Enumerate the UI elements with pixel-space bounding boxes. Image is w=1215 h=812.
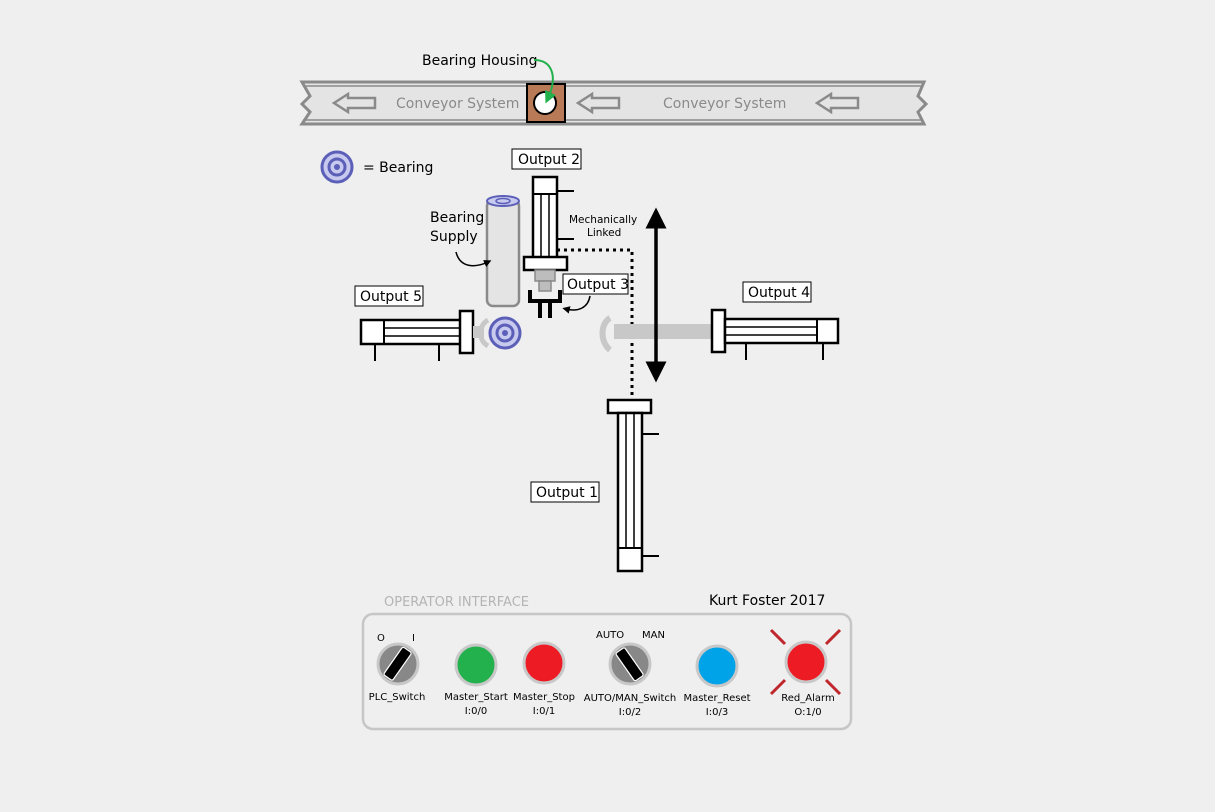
cylinder-output-5: [359, 309, 490, 361]
mechanically-linked-label-1: Mechanically: [569, 214, 637, 226]
cylinder-output-4: [599, 308, 840, 360]
cylinder-output-2: [522, 175, 574, 272]
auto-man-switch-label: AUTO/MAN_Switch: [584, 693, 677, 704]
output-1-label-box: [530, 481, 600, 503]
master-start-address: I:0/0: [465, 706, 487, 717]
output-4-label: Output 4: [748, 285, 810, 301]
conveyor-system: Conveyor System Conveyor System: [299, 80, 929, 126]
bearing-legend: = Bearing: [320, 150, 433, 184]
arrow-icon: [562, 295, 591, 314]
output-2-label: Output 2: [518, 152, 580, 168]
master-reset-label: Master_Reset: [683, 693, 750, 704]
operator-interface-panel: [361, 612, 853, 731]
bearing-supply: [485, 195, 521, 308]
plc-switch-label: PLC_Switch: [369, 692, 426, 703]
author-credit: Kurt Foster 2017: [709, 593, 825, 609]
output-3-label: Output 3: [567, 277, 629, 293]
master-stop-label: Master_Stop: [513, 692, 575, 703]
gripper-output-3: [528, 269, 562, 318]
master-stop-button[interactable]: [522, 641, 566, 685]
output-2-label-box: [511, 148, 582, 170]
red-alarm-label: Red_Alarm: [781, 693, 834, 704]
plc-switch[interactable]: [376, 642, 420, 686]
bearing-housing-label: Bearing Housing: [422, 53, 538, 69]
plc-switch-on-label: I: [412, 633, 415, 644]
operator-interface-title: OPERATOR INTERFACE: [384, 595, 529, 610]
bearing-supply-label-1: Bearing: [430, 210, 484, 226]
master-reset-address: I:0/3: [706, 707, 728, 718]
master-reset-button[interactable]: [695, 644, 739, 688]
master-stop-address: I:0/1: [533, 706, 555, 717]
arrow-icon: [455, 251, 492, 267]
output-3-label-box: [562, 273, 629, 295]
legend-text: = Bearing: [363, 160, 433, 176]
bearing-supply-label-2: Supply: [430, 229, 478, 245]
green-arrow-icon: [533, 59, 556, 104]
mechanically-linked-label-2: Linked: [587, 227, 621, 239]
output-1-label: Output 1: [536, 485, 598, 501]
man-label: MAN: [642, 630, 665, 641]
output-4-label-box: [742, 281, 812, 303]
output-5-label: Output 5: [360, 289, 422, 305]
master-start-label: Master_Start: [444, 692, 508, 703]
conveyor-belt: [299, 80, 929, 126]
bearing-icon: [488, 316, 522, 350]
auto-man-switch-address: I:0/2: [619, 707, 641, 718]
master-start-button[interactable]: [454, 643, 498, 687]
auto-man-switch[interactable]: [608, 642, 652, 686]
output-5-label-box: [354, 285, 424, 307]
plc-switch-off-label: O: [377, 633, 385, 644]
red-alarm-address: O:1/0: [794, 707, 821, 718]
bearing-icon: [486, 195, 520, 207]
conveyor-arrow-icon: [814, 91, 860, 115]
red-alarm-light: [769, 628, 842, 696]
auto-label: AUTO: [596, 630, 624, 641]
conveyor-arrow-icon: [575, 91, 621, 115]
conveyor-label-left: Conveyor System: [396, 96, 519, 112]
conveyor-label-right: Conveyor System: [663, 96, 786, 112]
cylinder-output-1: [606, 398, 659, 573]
conveyor-arrow-icon: [331, 91, 377, 115]
